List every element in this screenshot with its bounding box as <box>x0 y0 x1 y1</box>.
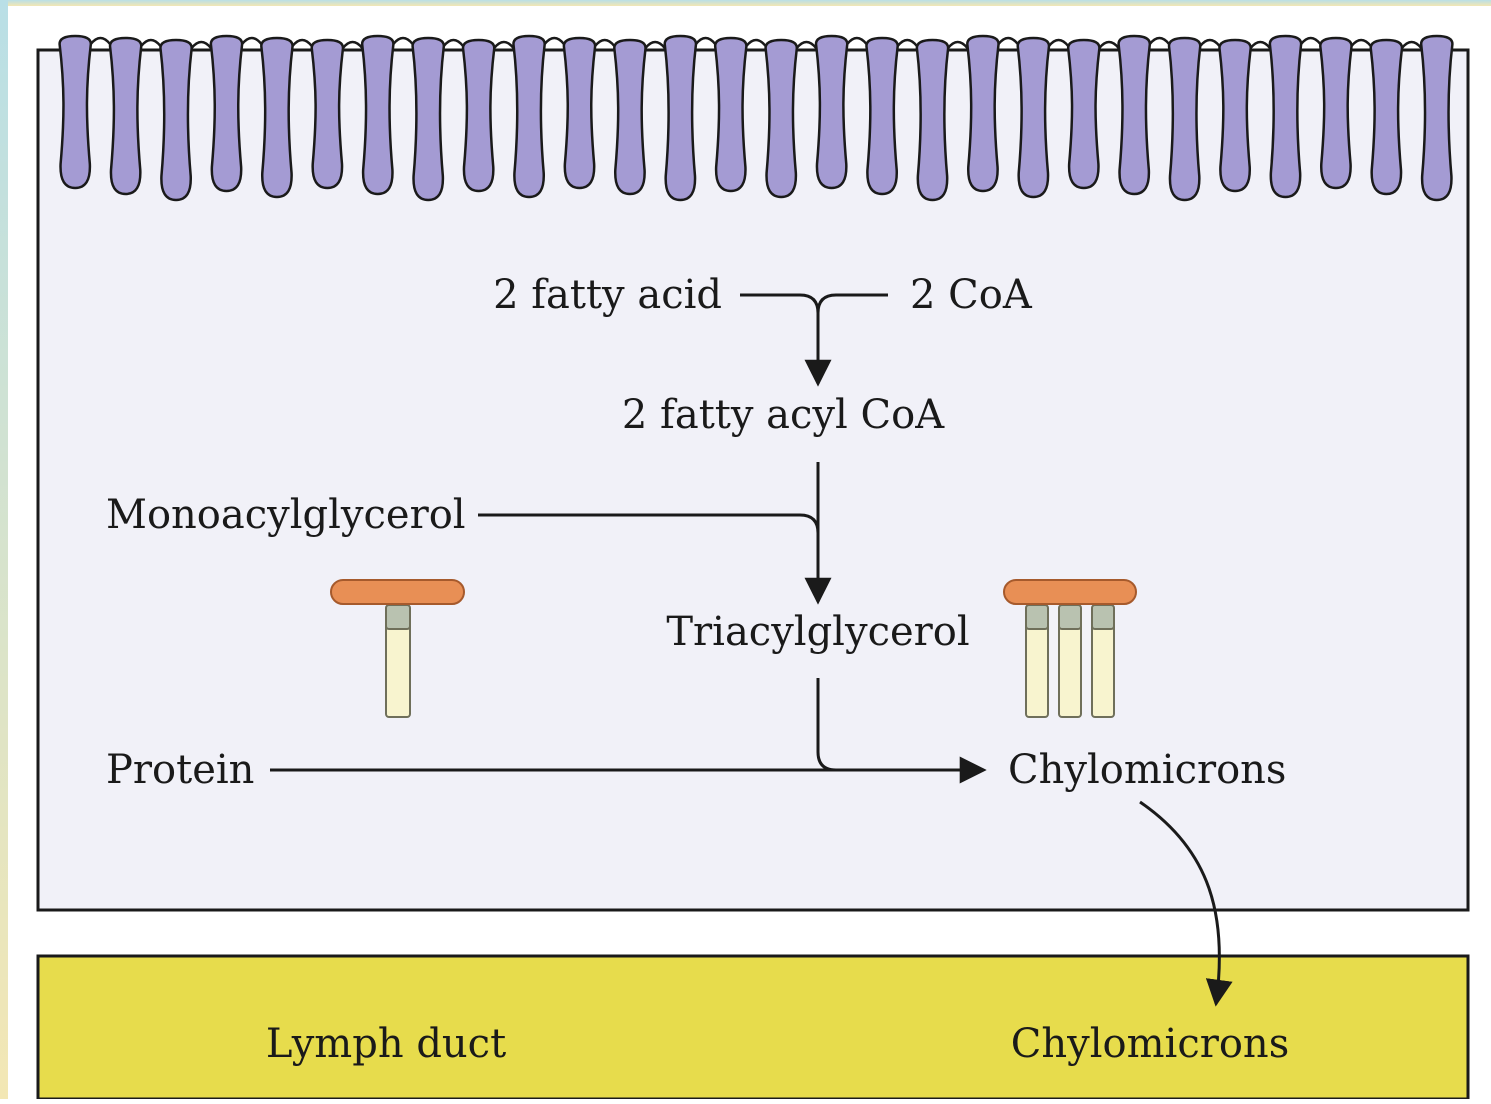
microvillus-membrane <box>847 38 866 44</box>
microvillus-membrane <box>1200 40 1219 46</box>
microvillus-membrane <box>948 42 967 48</box>
microvillus-membrane <box>595 40 614 46</box>
microvillus <box>160 40 191 200</box>
microvillus-membrane <box>1402 42 1421 48</box>
microvillus <box>1219 40 1250 191</box>
microvillus <box>1018 38 1049 197</box>
microvillus <box>312 40 343 188</box>
microvillus-membrane <box>393 38 412 44</box>
microvillus <box>614 40 645 194</box>
microvillus <box>413 38 444 200</box>
microvillus-membrane <box>1099 42 1118 48</box>
microvillus <box>362 36 393 194</box>
microvillus <box>211 36 242 191</box>
monoacylglycerol-label: Monoacylglycerol <box>106 492 466 538</box>
microvillus-membrane <box>696 38 715 44</box>
protein-label: Protein <box>106 747 254 793</box>
microvillus-membrane <box>141 40 160 46</box>
microvillus-membrane <box>1251 42 1270 48</box>
frame-top-band <box>0 0 1491 6</box>
microvillus <box>715 38 746 191</box>
microvillus <box>1068 40 1099 188</box>
microvillus <box>60 36 91 188</box>
microvillus-membrane <box>91 38 110 44</box>
microvillus-membrane <box>444 40 463 46</box>
chylomicrons-lymph-label: Chylomicrons <box>1011 1021 1289 1067</box>
microvillus-membrane <box>797 42 816 48</box>
microvillus-membrane <box>192 42 211 48</box>
microvillus-membrane <box>494 42 513 48</box>
microvillus <box>1270 36 1301 197</box>
microvillus <box>967 36 998 191</box>
chylomicrons-cell-label: Chylomicrons <box>1008 747 1286 793</box>
microvillus-membrane <box>242 38 261 44</box>
lymph-duct-label: Lymph duct <box>266 1021 506 1067</box>
microvillus <box>1320 38 1351 188</box>
microvillus-membrane <box>1150 38 1169 44</box>
coa-label: 2 CoA <box>910 272 1033 318</box>
microvillus <box>110 38 141 194</box>
fatty-acyl-coa-label: 2 fatty acyl CoA <box>622 392 945 438</box>
microvillus-membrane <box>746 40 765 46</box>
microvillus <box>1371 40 1402 194</box>
triacylglycerol-label: Triacylglycerol <box>666 609 969 655</box>
microvillus-membrane <box>999 38 1018 44</box>
frame-left-band <box>0 0 8 1099</box>
microvillus-membrane <box>343 42 362 48</box>
microvillus-membrane <box>293 40 312 46</box>
microvillus <box>866 38 897 194</box>
microvillus <box>766 40 797 197</box>
microvillus-membrane <box>646 42 665 48</box>
microvillus <box>917 40 948 200</box>
microvillus <box>1421 36 1452 200</box>
microvillus-membrane <box>545 38 564 44</box>
microvillus-membrane <box>1352 40 1371 46</box>
microvillus <box>1119 36 1150 194</box>
microvillus <box>463 40 494 191</box>
microvillus <box>665 36 696 200</box>
microvillus <box>513 36 544 197</box>
microvillus <box>261 38 292 197</box>
microvillus-membrane <box>1301 38 1320 44</box>
microvillus-membrane <box>898 40 917 46</box>
microvillus <box>1169 38 1200 200</box>
microvillus <box>816 36 847 188</box>
microvillus <box>564 38 595 188</box>
microvillus-membrane <box>1049 40 1068 46</box>
fatty-acid-label: 2 fatty acid <box>493 272 722 318</box>
